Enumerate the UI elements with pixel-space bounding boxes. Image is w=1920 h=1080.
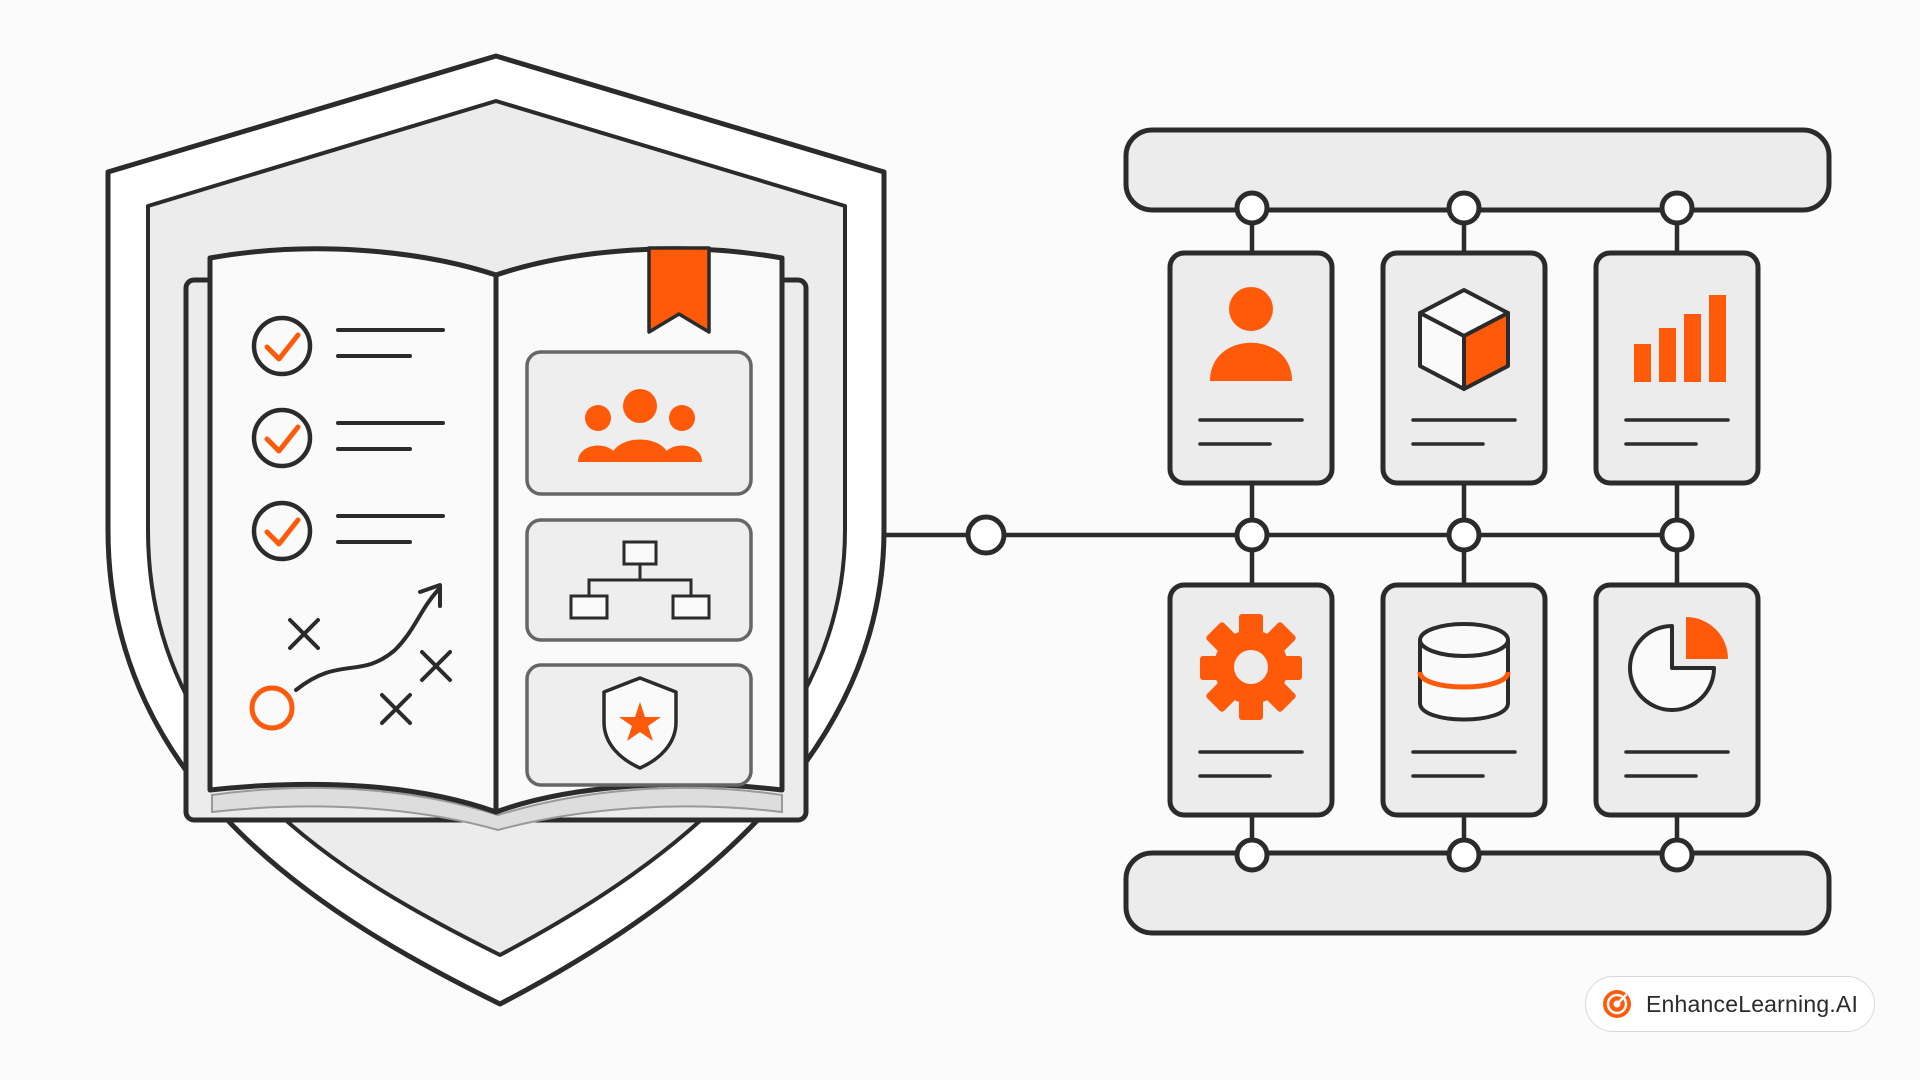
org-card: [525, 518, 753, 642]
checklist-item: [251, 407, 445, 469]
shield-card: [525, 663, 753, 787]
gear-icon: [1200, 614, 1302, 720]
module-card-user: [1167, 250, 1335, 486]
playbook: [183, 246, 809, 832]
check-circle-icon: [251, 500, 313, 562]
grid-node: [1446, 517, 1482, 553]
x-mark-icon: [380, 693, 412, 725]
module-grid: [1123, 127, 1832, 936]
module-card-product: [1380, 250, 1548, 486]
x-mark-icon: [288, 618, 320, 650]
grid-node: [1234, 517, 1270, 553]
brand-badge[interactable]: EnhanceLearning.AI: [1585, 976, 1875, 1032]
target-logo-icon: [1603, 990, 1631, 1018]
cube-icon: [1418, 288, 1510, 391]
grid-node: [1659, 190, 1695, 226]
module-card-settings: [1167, 582, 1335, 818]
grid-node: [1659, 517, 1695, 553]
module-card-data: [1380, 582, 1548, 818]
team-card: [525, 350, 753, 496]
grid-node: [1234, 190, 1270, 226]
grid-node: [1659, 837, 1695, 873]
grid-node: [1446, 190, 1482, 226]
bar-chart-icon: [1634, 295, 1726, 382]
grid-node: [1446, 837, 1482, 873]
checklist-item: [251, 500, 445, 562]
check-circle-icon: [251, 407, 313, 469]
checklist-item: [251, 315, 445, 377]
check-circle-icon: [251, 315, 313, 377]
path-arrow-icon: [294, 588, 440, 692]
module-card-reports: [1593, 582, 1761, 818]
grid-nodes: [1234, 190, 1695, 873]
org-chart-icon: [569, 540, 711, 620]
book-page-stack: [211, 786, 783, 832]
module-card-analytics: [1593, 250, 1761, 486]
strategy-play: [249, 583, 452, 731]
grid-node: [1234, 837, 1270, 873]
right-page-cards: [525, 350, 753, 787]
user-icon: [1210, 287, 1292, 381]
connector: [884, 514, 1672, 556]
bookmark-icon: [647, 246, 711, 334]
team-icon: [578, 389, 702, 462]
shield-star-icon: [602, 676, 678, 770]
pie-chart-icon: [1628, 617, 1728, 712]
checklist: [251, 315, 445, 562]
database-icon: [1417, 622, 1511, 722]
x-mark-icon: [420, 650, 452, 682]
brand-name: EnhanceLearning.AI: [1646, 990, 1859, 1017]
connector-node: [965, 514, 1007, 556]
start-circle-icon: [249, 685, 295, 731]
